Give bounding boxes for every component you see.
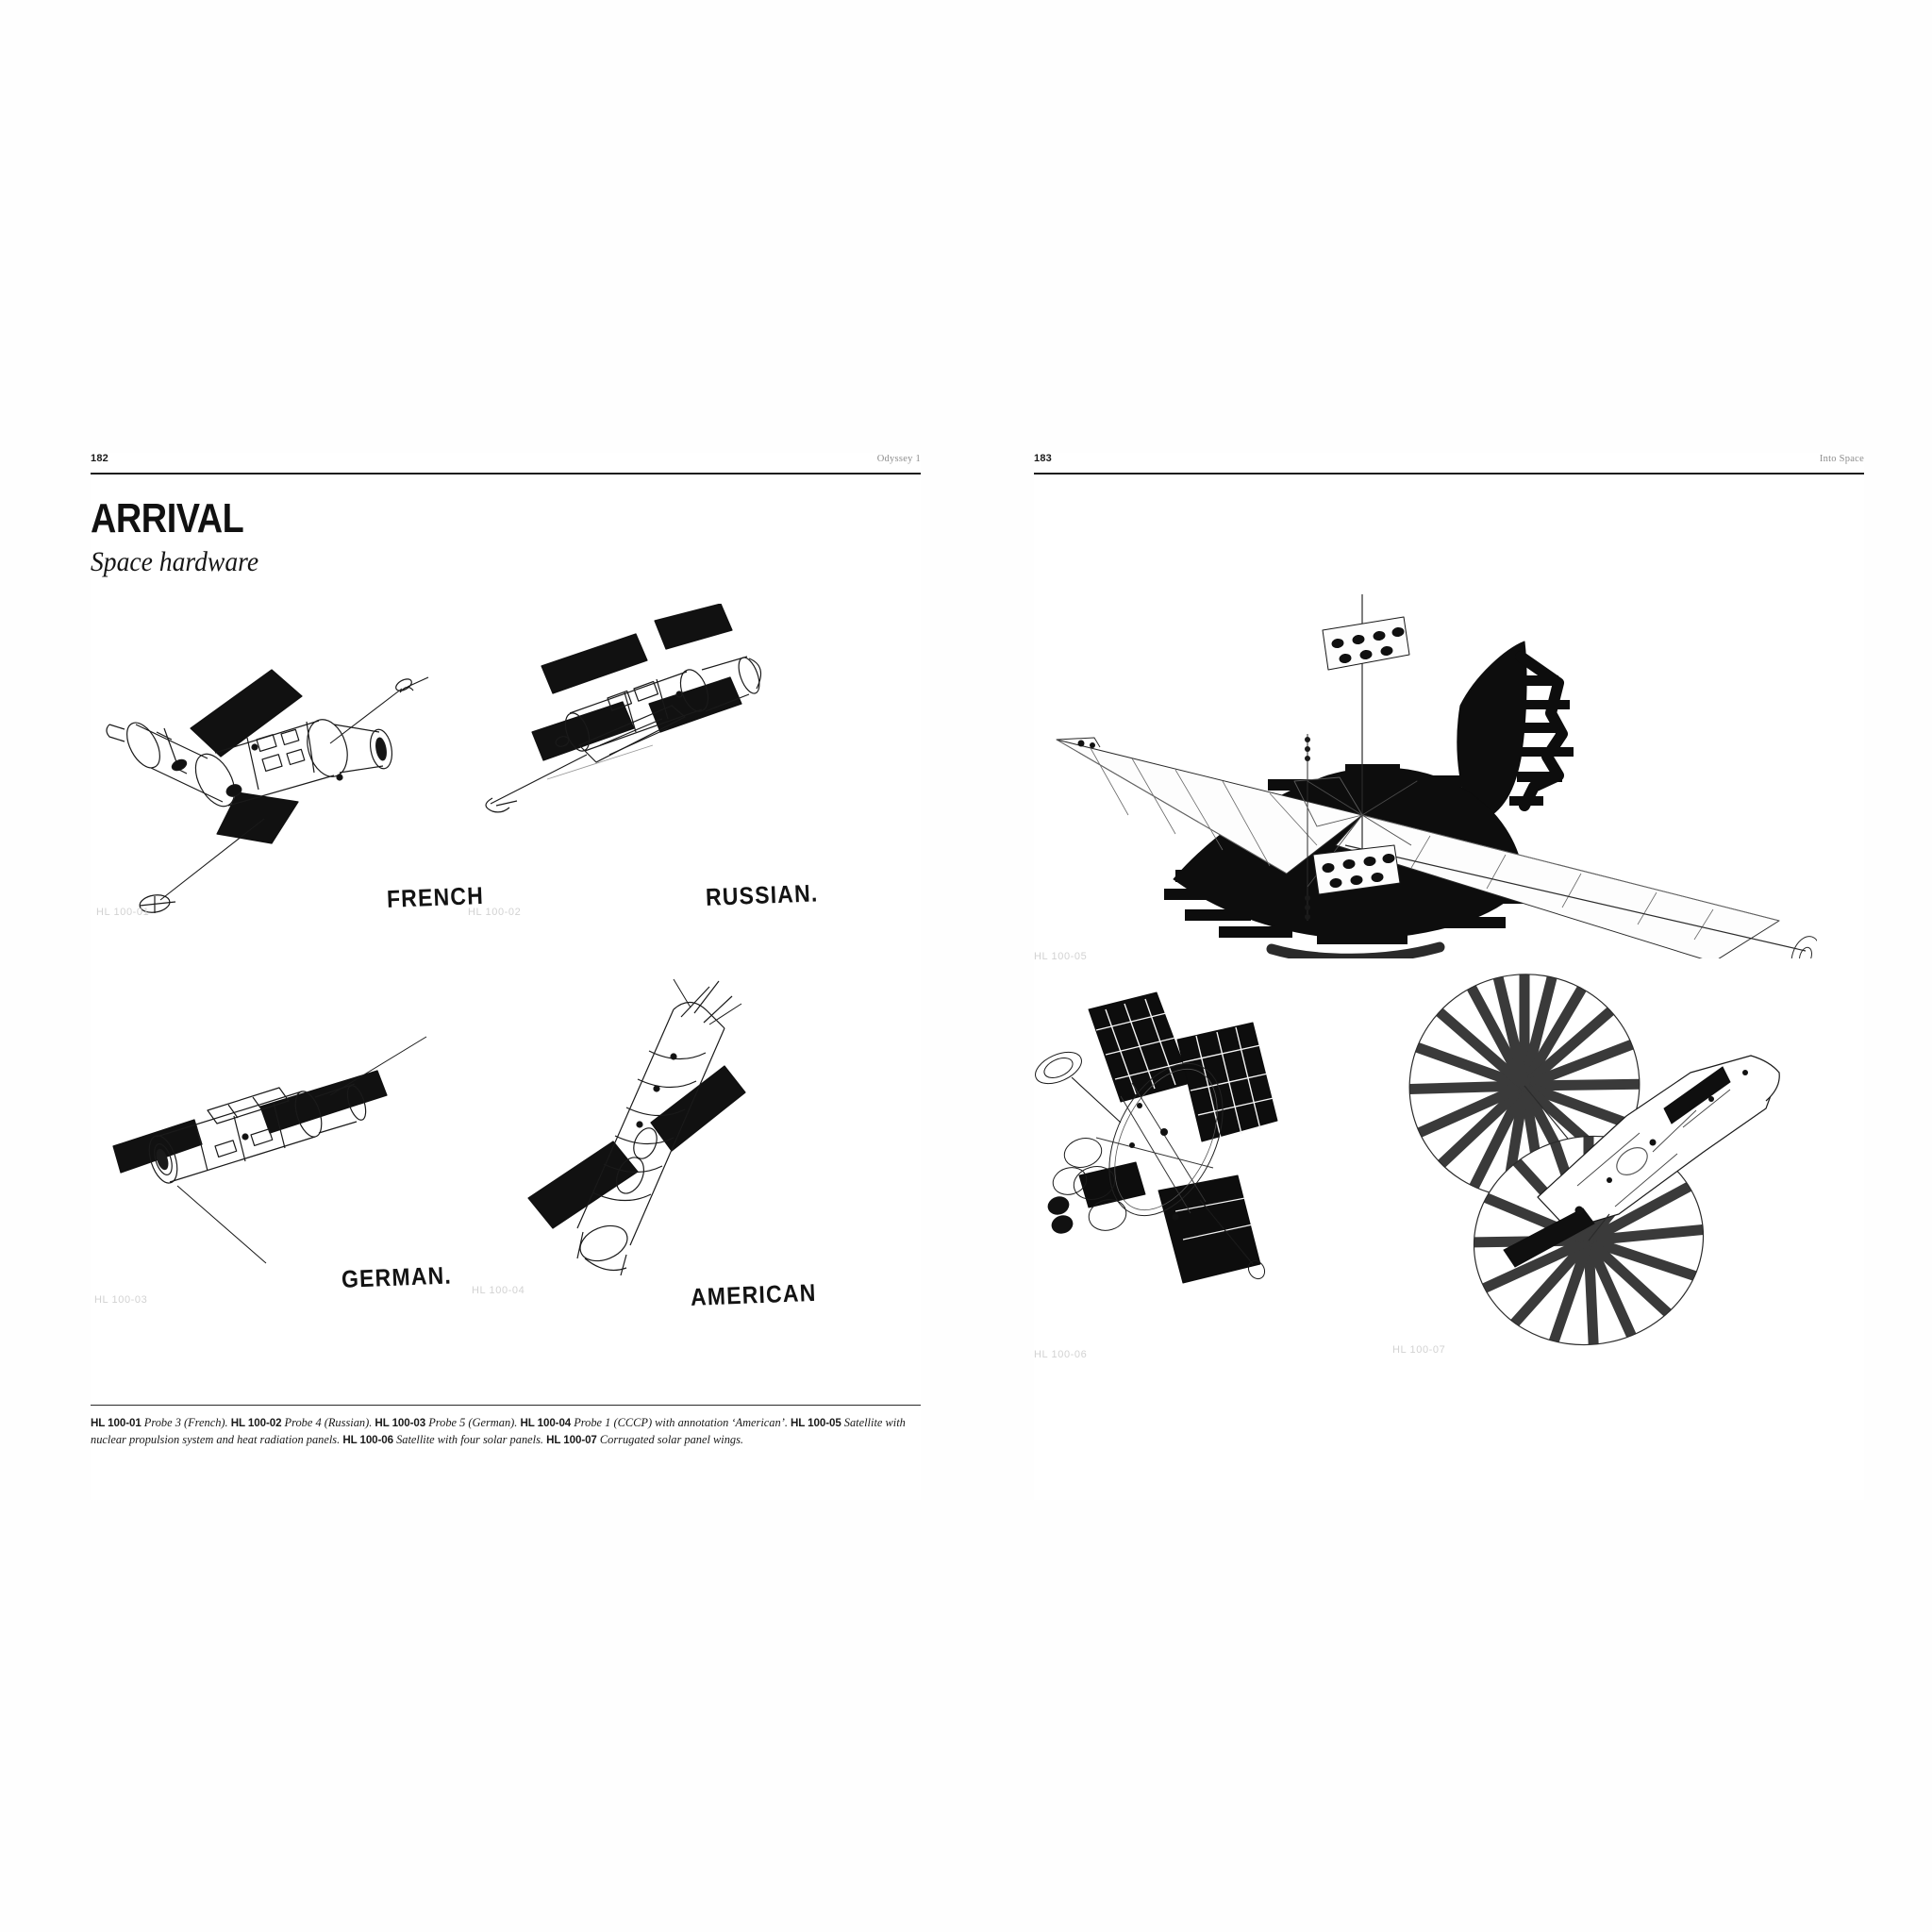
figure-hl-100-02: HL 100-02 RUSSIAN. (468, 603, 826, 918)
right-header-rule (1034, 473, 1864, 475)
figure-hl-100-07: HL 100-07 (1383, 967, 1798, 1356)
figure-annotation-american: AMERICAN (690, 1278, 817, 1311)
caption-rule (91, 1405, 921, 1406)
caption-code-6: HL 100-07 (546, 1433, 597, 1446)
caption-code-0: HL 100-01 (91, 1417, 142, 1429)
probe-cccp-drawing (527, 978, 746, 1276)
left-page: 182 Odyssey 1 ARRIVAL Space hardware (91, 453, 921, 1500)
caption-text-4: Satellite with nuclear propulsion system… (91, 1416, 906, 1446)
caption-text-2: Probe 5 (German). (425, 1416, 521, 1429)
figure-caption: HL 100-01 Probe 3 (French). HL 100-02 Pr… (91, 1415, 921, 1448)
probe-german-drawing (112, 1036, 427, 1264)
caption-run-0: HL 100-01 Probe 3 (French). (91, 1416, 231, 1429)
caption-text-5: Satellite with four solar panels. (392, 1432, 547, 1446)
left-folio: 182 (91, 453, 108, 464)
page-subtitle: Space hardware (91, 545, 259, 577)
left-running-head: 182 Odyssey 1 (91, 453, 921, 481)
caption-run-1: HL 100-02 Probe 4 (Russian). (231, 1416, 375, 1429)
caption-text-6: Corrugated solar panel wings. (596, 1432, 744, 1446)
figure-id-hl-100-03: HL 100-03 (94, 1293, 148, 1306)
caption-run-5: HL 100-06 Satellite with four solar pane… (342, 1433, 546, 1446)
figure-hl-100-06: HL 100-06 (1034, 981, 1411, 1360)
figure-id-hl-100-01: HL 100-01 (96, 906, 150, 918)
caption-text-1: Probe 4 (Russian). (281, 1416, 375, 1429)
caption-run-6: HL 100-07 Corrugated solar panel wings. (546, 1433, 743, 1446)
left-figure-grid: HL 100-01 FRENCH (91, 577, 921, 1455)
figure-annotation-german: GERMAN. (341, 1260, 453, 1293)
figure-id-hl-100-06: HL 100-06 (1034, 1349, 1088, 1360)
right-figure-grid: HL 100-05 (1034, 481, 1864, 1472)
page-title: ARRIVAL (91, 495, 244, 541)
four-panel-satellite-drawing (1035, 991, 1278, 1284)
figure-id-hl-100-05: HL 100-05 (1034, 951, 1088, 962)
caption-run-3: HL 100-04 Probe 1 (CCCP) with annotation… (520, 1416, 791, 1429)
probe-french-drawing (106, 669, 429, 913)
caption-run-2: HL 100-03 Probe 5 (German). (375, 1416, 520, 1429)
figure-id-hl-100-02: HL 100-02 (468, 906, 522, 918)
right-running-head-label: Into Space (1819, 454, 1864, 464)
caption-code-2: HL 100-03 (375, 1417, 426, 1429)
left-header-rule (91, 473, 921, 475)
caption-run-4: HL 100-05 Satellite with nuclear propuls… (91, 1416, 906, 1446)
figure-id-hl-100-04: HL 100-04 (472, 1284, 525, 1296)
figure-hl-100-04: HL 100-04 AMERICAN (472, 975, 817, 1310)
figure-hl-100-03: HL 100-03 GERMAN. (94, 1025, 452, 1306)
figure-hl-100-05: HL 100-05 (1034, 562, 1817, 962)
title-block: ARRIVAL Space hardware (91, 495, 921, 577)
right-folio: 183 (1034, 453, 1052, 464)
figure-id-hl-100-07: HL 100-07 (1392, 1344, 1446, 1356)
caption-code-4: HL 100-05 (791, 1417, 841, 1429)
caption-text-3: Probe 1 (CCCP) with annotation ‘American… (571, 1416, 791, 1429)
corrugated-wings-drawing (1391, 967, 1780, 1354)
caption-code-5: HL 100-06 (342, 1433, 393, 1446)
figure-annotation-russian: RUSSIAN. (705, 878, 819, 911)
nuclear-satellite-drawing (1056, 594, 1817, 958)
caption-code-1: HL 100-02 (230, 1417, 282, 1429)
left-running-head-label: Odyssey 1 (876, 454, 921, 464)
right-page: 183 Into Space (1034, 453, 1864, 1500)
caption-text-0: Probe 3 (French). (141, 1416, 231, 1429)
figure-hl-100-01: HL 100-01 FRENCH (96, 634, 484, 918)
probe-russian-drawing (485, 603, 762, 813)
right-running-head: 183 Into Space (1034, 453, 1864, 481)
caption-code-3: HL 100-04 (520, 1417, 572, 1429)
